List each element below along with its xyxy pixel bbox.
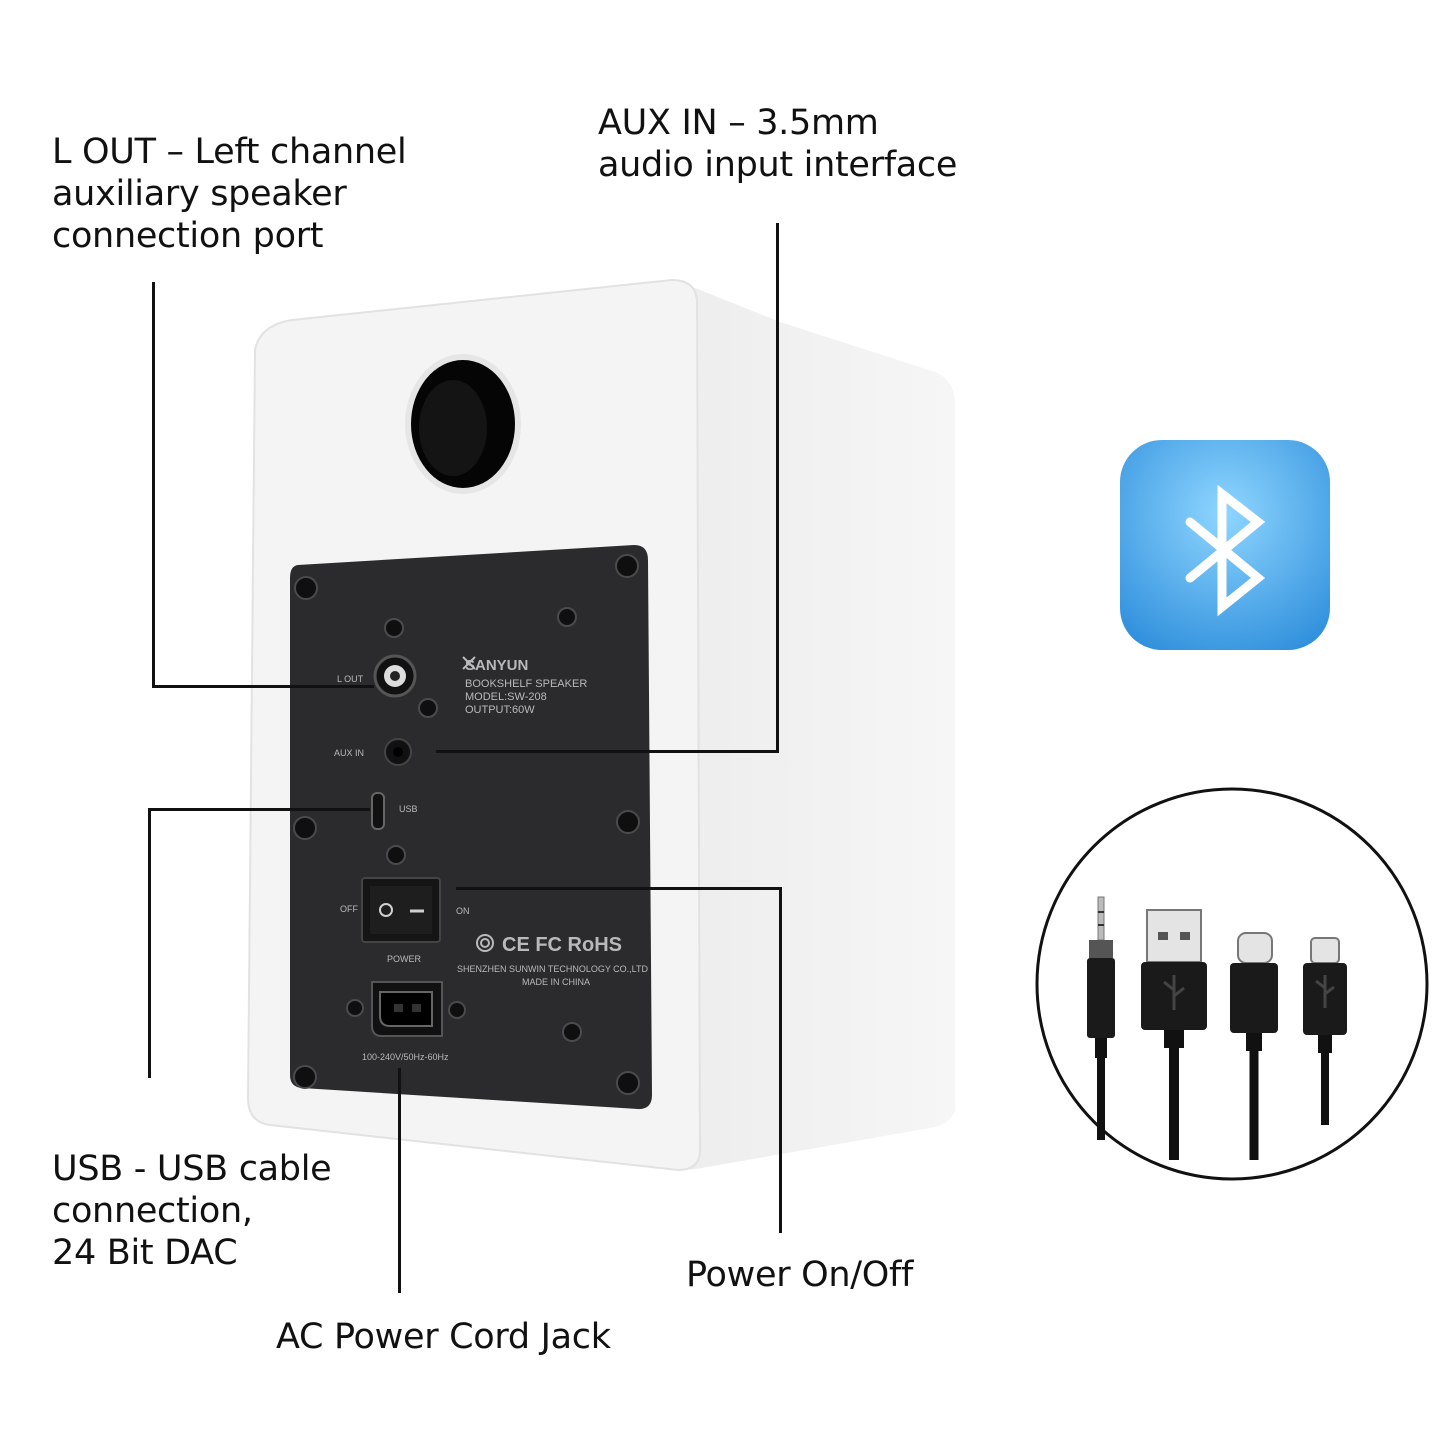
panel-voltage: 100-240V/50Hz-60Hz <box>362 1052 449 1062</box>
panel-lout-label: L OUT <box>337 674 364 684</box>
usb-c-plug-icon <box>1230 932 1278 1160</box>
panel-made-in: MADE IN CHINA <box>522 977 590 987</box>
aux-leader-horizontal <box>436 750 779 753</box>
usb-leader-vertical <box>148 808 151 1078</box>
ac-callout: AC Power Cord Jack <box>276 1316 611 1358</box>
power-callout: Power On/Off <box>686 1254 913 1296</box>
panel-brand: SANYUN <box>465 657 528 674</box>
panel-output: OUTPUT:60W <box>465 704 535 716</box>
panel-maker: SHENZHEN SUNWIN TECHNOLOGY CO.,LTD <box>457 964 649 974</box>
screw-icon <box>293 554 640 1095</box>
lout-callout-line-3: connection port <box>52 216 324 256</box>
usb-port-icon <box>371 792 385 830</box>
ac-leader-vertical <box>398 1068 401 1293</box>
panel-cert: CE FC RoHS <box>502 934 622 956</box>
lout-callout-line-2: auxiliary speaker <box>52 174 347 214</box>
panel-usb-label: USB <box>399 804 418 814</box>
lout-callout: L OUT – Left channel auxiliary speaker c… <box>52 131 407 257</box>
panel-power-label: POWER <box>387 954 422 964</box>
lout-leader-horizontal <box>152 685 374 688</box>
cabinet-side <box>680 282 955 1170</box>
ccc-mark-icon <box>476 934 494 952</box>
brand-logo-icon <box>462 656 476 670</box>
power-callout-line-1: Power On/Off <box>686 1255 914 1295</box>
panel-off-label: OFF <box>340 904 358 914</box>
panel-model: MODEL:SW-208 <box>465 691 547 703</box>
power-leader-horizontal <box>456 887 782 890</box>
rca-jack-icon <box>373 654 417 698</box>
power-switch-icon <box>361 877 441 943</box>
lout-callout-line-1: L OUT – Left channel <box>52 132 407 172</box>
cables-illustration <box>1035 787 1429 1181</box>
panel-on-label: ON <box>456 906 470 916</box>
usb-leader-horizontal <box>148 808 370 811</box>
micro-usb-plug-icon <box>1303 937 1347 1125</box>
bluetooth-icon <box>1120 440 1330 650</box>
panel-aux-label: AUX IN <box>334 748 364 758</box>
lout-leader-vertical <box>152 282 155 688</box>
ac-callout-line-1: AC Power Cord Jack <box>276 1317 611 1357</box>
aux-callout-line-1: AUX IN – 3.5mm <box>598 103 879 143</box>
ac-inlet-icon <box>371 981 443 1037</box>
bass-port-icon <box>405 354 521 494</box>
back-plate <box>290 545 652 1110</box>
power-leader-vertical <box>779 887 782 1233</box>
aux-plug-icon <box>1087 896 1115 1140</box>
usb-callout-line-2: connection, <box>52 1191 253 1231</box>
usb-callout-line-3: 24 Bit DAC <box>52 1233 238 1273</box>
aux-leader-vertical <box>776 223 779 753</box>
aux-callout-line-2: audio input interface <box>598 145 958 185</box>
aux-callout: AUX IN – 3.5mm audio input interface <box>598 102 957 186</box>
aux-jack-icon <box>384 738 412 766</box>
usb-a-plug-icon <box>1141 909 1207 1160</box>
usb-callout-line-1: USB - USB cable <box>52 1149 332 1189</box>
panel-product: BOOKSHELF SPEAKER <box>465 678 587 690</box>
usb-callout: USB - USB cable connection, 24 Bit DAC <box>52 1148 332 1274</box>
